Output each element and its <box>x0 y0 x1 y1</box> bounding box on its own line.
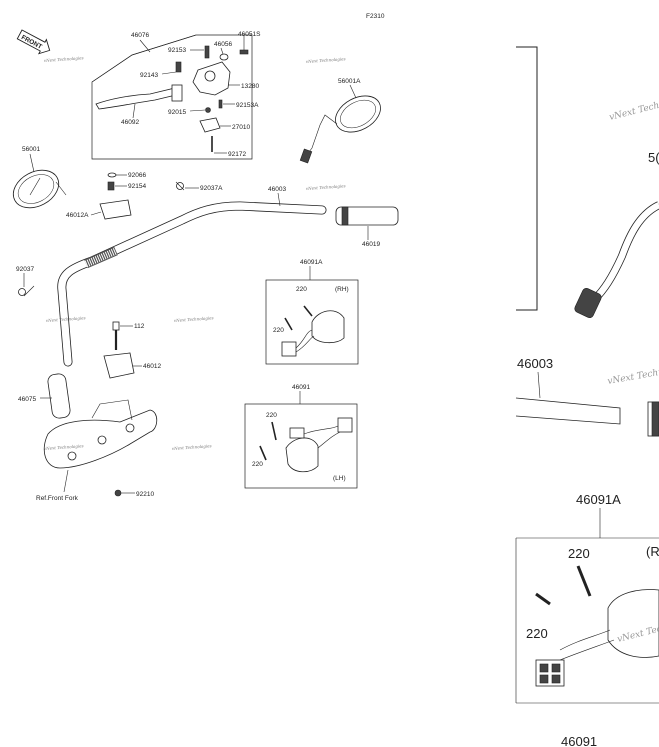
zoom-label-56: 5( <box>648 150 659 165</box>
zoom-label-46091A: 46091A <box>576 492 621 507</box>
mirror-56001 <box>12 169 67 209</box>
grip-46019 <box>335 206 399 226</box>
label-lh: (LH) <box>333 475 346 482</box>
label-92210: 92210 <box>136 491 154 498</box>
front-fork-bracket <box>43 399 158 469</box>
nut-92015 <box>205 107 211 113</box>
zoom-label-46091: 46091 <box>561 734 597 747</box>
watermark: vNext Technologies <box>306 56 346 64</box>
lever-assembly-box <box>91 34 253 160</box>
label-rh: (RH) <box>335 286 349 293</box>
label-46076: 46076 <box>131 32 149 39</box>
label-92153A: 92153A <box>236 102 259 109</box>
label-112: 112 <box>134 323 145 330</box>
label-46051S: 46051S <box>238 31 261 38</box>
label-92037: 92037 <box>16 266 34 273</box>
label-92143: 92143 <box>140 72 158 79</box>
switch-46091A <box>281 310 345 357</box>
holder-46012 <box>103 352 135 379</box>
label-46012: 46012 <box>143 363 161 370</box>
label-92153: 92153 <box>168 47 186 54</box>
label-46075: 46075 <box>18 396 36 403</box>
handlebar-46003 <box>57 201 327 367</box>
watermark: vNext Technologies <box>174 315 214 323</box>
label-56001: 56001 <box>22 146 40 153</box>
switch-46091 <box>285 417 353 473</box>
label-92015: 92015 <box>168 109 186 116</box>
nut-92210 <box>114 489 122 497</box>
label-46091: 46091 <box>292 384 310 391</box>
switch-46091-box <box>244 403 358 489</box>
zoom-label-220-b: 220 <box>526 626 548 641</box>
zoom-label-220-a: 220 <box>568 546 590 561</box>
bolt-112 <box>112 321 120 350</box>
switch-27010 <box>199 117 221 133</box>
bolt-92153A <box>218 99 223 109</box>
zoom-label-46003: 46003 <box>517 356 553 371</box>
label-ref-front-fork: Ref.Front Fork <box>36 495 79 502</box>
mirror-56001A <box>299 95 381 164</box>
clamp-92037 <box>18 285 35 297</box>
label-46091A: 46091A <box>300 259 323 266</box>
watermark: vNext Technologies <box>44 55 84 63</box>
label-92172: 92172 <box>228 151 246 158</box>
zoom-label-rh: (R <box>646 544 659 559</box>
washer-92066 <box>107 172 117 178</box>
watermark: vNext Technologies <box>46 315 86 323</box>
watermark: vNext Technologies <box>607 362 659 387</box>
grip-46075 <box>47 373 71 419</box>
lever-bracket <box>171 61 231 102</box>
figure-code: F2310 <box>366 13 385 20</box>
watermark: vNext Technologies <box>44 443 84 451</box>
label-27010: 27010 <box>232 124 250 131</box>
label-92154: 92154 <box>128 183 146 190</box>
clamp-92037A <box>175 181 185 191</box>
label-220-c: 220 <box>266 412 277 419</box>
label-92066: 92066 <box>128 172 146 179</box>
label-220-b: 220 <box>273 327 284 334</box>
label-46092: 46092 <box>121 119 139 126</box>
label-220-a: 220 <box>296 286 307 293</box>
label-13280: 13280 <box>241 83 259 90</box>
screw-46051S <box>239 49 249 55</box>
label-92037A: 92037A <box>200 185 223 192</box>
label-46003: 46003 <box>268 186 286 193</box>
holder-46012A <box>99 199 132 220</box>
watermark: vNext Technologies <box>608 91 659 122</box>
label-56001A: 56001A <box>338 78 361 85</box>
label-220-d: 220 <box>252 461 263 468</box>
label-46056: 46056 <box>214 41 232 48</box>
front-arrow-badge: FRONT <box>16 29 51 55</box>
clutch-lever <box>95 87 181 110</box>
label-46012A: 46012A <box>66 212 89 219</box>
watermark: vNext Technologies <box>306 183 346 191</box>
washer-46056 <box>219 53 229 61</box>
zoom-panel: 5( 46003 46091A 220 (R 220 46091 vNext <box>515 46 659 747</box>
watermark: vNext Technologies <box>172 443 212 451</box>
switch-46091A-box <box>265 279 359 365</box>
bolt-92154 <box>107 181 115 191</box>
pin-92153 <box>204 45 210 59</box>
label-46019: 46019 <box>362 241 380 248</box>
